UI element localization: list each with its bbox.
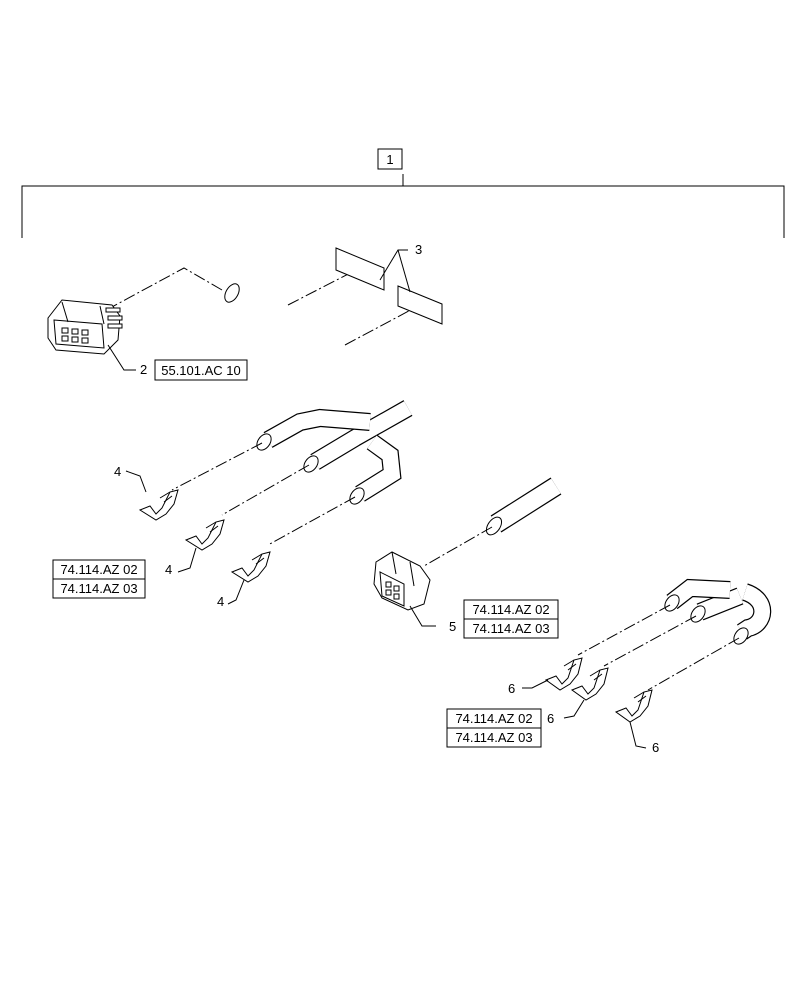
connector-2-icon: [47, 299, 123, 355]
terminal-6c-icon: [614, 689, 653, 723]
ref-terminal-6: 74.114.AZ 02 74.114.AZ 03: [446, 708, 542, 748]
connector-5-icon: [373, 551, 431, 611]
callout-item-6b: 6: [547, 711, 554, 726]
callout-item-2: 2: [140, 362, 147, 377]
callout-item-4c: 4: [217, 594, 224, 609]
leader-item-4b: [177, 547, 197, 573]
left-branch-tubes: [256, 400, 413, 505]
ref-connector-5-a: 74.114.AZ 02: [472, 602, 549, 617]
ref-terminal-4-b: 74.114.AZ 03: [60, 581, 137, 596]
main-trunk-tube: [224, 283, 750, 600]
terminal-4a-icon: [138, 489, 179, 521]
ref-connector-5-b: 74.114.AZ 03: [472, 621, 549, 636]
leader-item-6b: [563, 699, 585, 719]
callout-assembly-number: 1: [386, 152, 393, 167]
ref-terminal-4: 74.114.AZ 02 74.114.AZ 03: [52, 559, 146, 599]
item-3-tags: 3: [335, 242, 443, 325]
leader-item-4c: [227, 579, 245, 605]
callout-item-5: 5: [449, 619, 456, 634]
leader-item-6a: [522, 679, 549, 689]
terminal-6b-icon: [570, 667, 609, 701]
ref-connector-5: 74.114.AZ 02 74.114.AZ 03: [463, 599, 559, 639]
right-branch-tubes: [664, 578, 772, 645]
leader-item-4a: [125, 470, 147, 493]
callout-item-4b: 4: [165, 562, 172, 577]
callout-item-6a: 6: [508, 681, 515, 696]
leader-item-2: [107, 344, 136, 371]
ref-connector-2-text: 55.101.AC 10: [161, 363, 241, 378]
ref-terminal-4-a: 74.114.AZ 02: [60, 562, 137, 577]
ref-connector-2: 55.101.AC 10: [154, 359, 248, 381]
callout-item-4a: 4: [114, 464, 121, 479]
terminal-4c-icon: [230, 551, 271, 583]
leader-item-6c: [629, 721, 647, 749]
callout-item-6c: 6: [652, 740, 659, 755]
terminal-6a-icon: [544, 657, 583, 691]
callout-assembly: 1: [377, 148, 403, 170]
callout-item-3: 3: [415, 242, 422, 257]
connector-5-branch-tube: [485, 477, 562, 536]
ref-terminal-6-a: 74.114.AZ 02: [455, 711, 532, 726]
terminal-4b-icon: [184, 519, 225, 551]
ref-terminal-6-b: 74.114.AZ 03: [455, 730, 532, 745]
leader-lines: [109, 267, 740, 691]
leader-item-5: [409, 605, 436, 627]
assembly-bracket: [21, 174, 785, 238]
